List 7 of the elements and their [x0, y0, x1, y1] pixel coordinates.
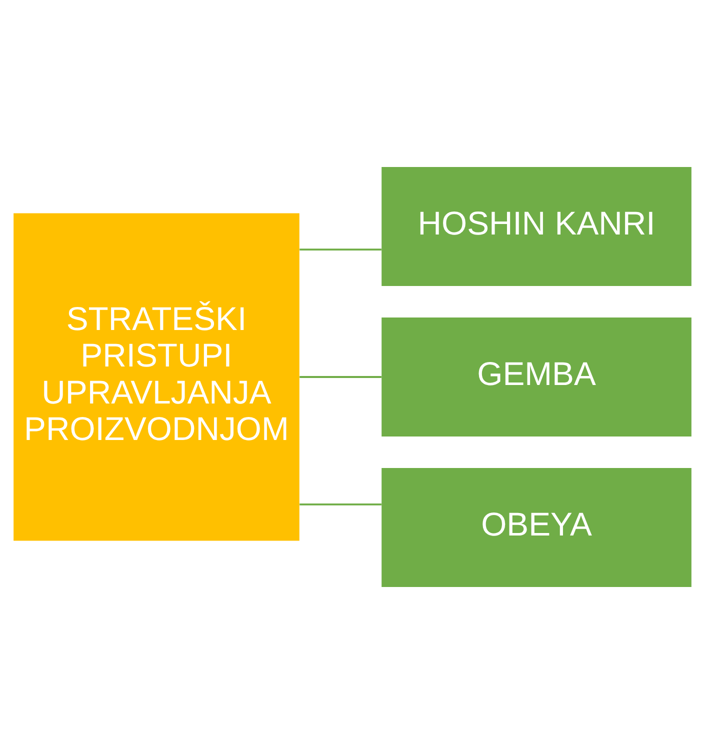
connector: [300, 376, 382, 378]
node-box: OBEYA: [382, 468, 692, 586]
node-box: HOSHIN KANRI: [382, 166, 692, 286]
connector: [300, 248, 382, 250]
node-box: STRATEŠKI PRISTUPI UPRAVLJANJA PROIZVODNJOM: [14, 212, 300, 540]
node-box: GEMBA: [382, 317, 692, 436]
connector: [300, 502, 382, 505]
